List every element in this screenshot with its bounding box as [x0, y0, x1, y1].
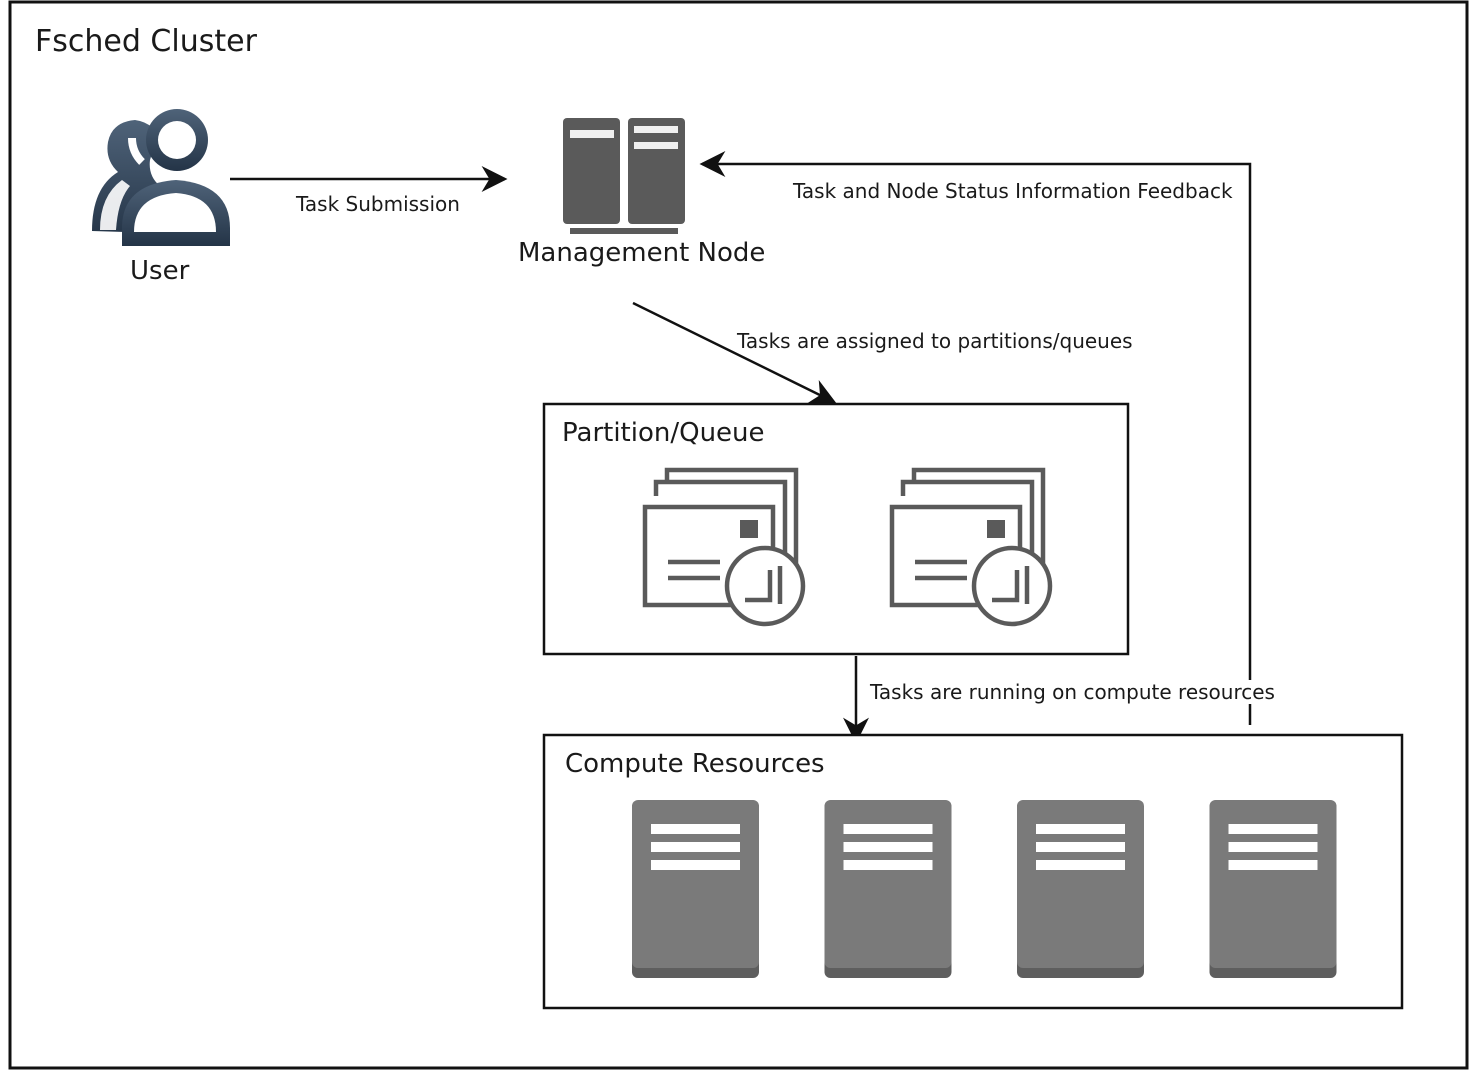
- server-icon: [1017, 800, 1144, 978]
- assign-label: Tasks are assigned to partitions/queues: [737, 329, 1133, 353]
- server-icon: [632, 800, 759, 978]
- server-icon: [824, 800, 952, 978]
- edge-assign: [632, 301, 837, 404]
- server-rack-icon: [563, 118, 685, 234]
- feedback-label: Task and Node Status Information Feedbac…: [793, 179, 1233, 203]
- users-icon: [92, 109, 230, 246]
- user-label: User: [130, 256, 190, 286]
- running-label: Tasks are running on compute resources: [870, 680, 1275, 704]
- compute-title: Compute Resources: [565, 749, 825, 779]
- cluster-title: Fsched Cluster: [35, 24, 257, 59]
- cluster-frame: [8, 0, 1469, 1070]
- queue-jobs-icon: [642, 467, 806, 627]
- queue-stamp: [740, 520, 758, 538]
- partition-title: Partition/Queue: [562, 418, 765, 448]
- queue-stamp: [987, 520, 1005, 538]
- management-node-label: Management Node: [518, 238, 766, 268]
- server-icon: [1209, 800, 1337, 978]
- edge-feedback: [699, 151, 1252, 725]
- task-submission-label: Task Submission: [296, 192, 460, 216]
- queue-jobs-icon: [889, 467, 1053, 627]
